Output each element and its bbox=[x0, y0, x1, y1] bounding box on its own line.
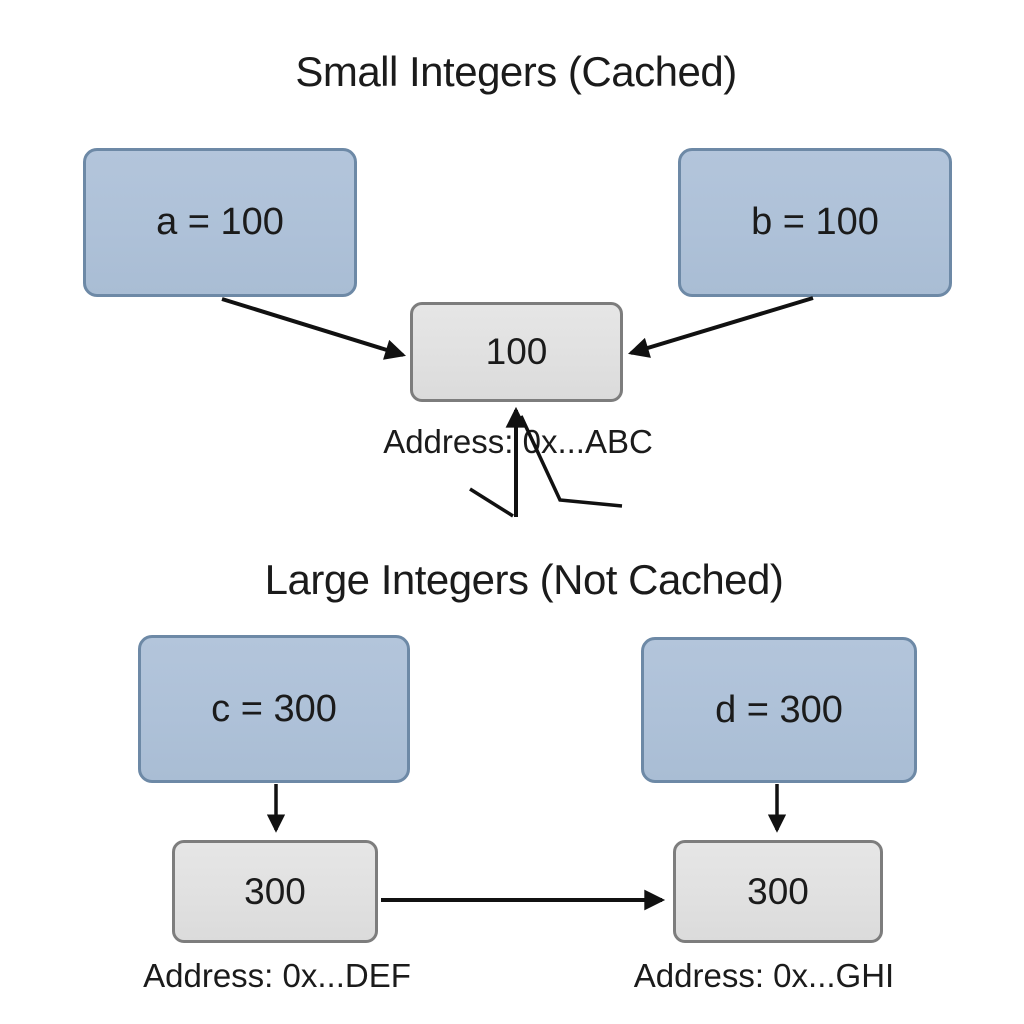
arrow-a-to-cache-icon bbox=[221, 297, 406, 360]
variable-box-d: d = 300 bbox=[641, 637, 917, 783]
variable-box-b: b = 100 bbox=[678, 148, 952, 297]
cached-value-box-100: 100 bbox=[410, 302, 623, 402]
variable-c-label: c = 300 bbox=[211, 687, 337, 730]
variable-b-label: b = 100 bbox=[751, 201, 879, 243]
address-label-abc: Address: 0x...ABC bbox=[383, 423, 653, 460]
variable-box-a: a = 100 bbox=[83, 148, 357, 297]
variable-box-c: c = 300 bbox=[138, 635, 410, 783]
arrow-b-to-cache-icon bbox=[628, 296, 814, 358]
large-integers-section-title: Large Integers (Not Cached) bbox=[264, 556, 784, 603]
value-300-left-label: 300 bbox=[244, 870, 306, 912]
value-box-300-left: 300 bbox=[172, 840, 378, 943]
cached-value-label: 100 bbox=[485, 331, 548, 372]
value-300-right-label: 300 bbox=[747, 870, 809, 912]
address-label-ghi: Address: 0x...GHI bbox=[633, 957, 895, 994]
address-label-def: Address: 0x...DEF bbox=[143, 957, 411, 994]
variable-a-label: a = 100 bbox=[156, 201, 284, 243]
small-integers-section-title: Small Integers (Cached) bbox=[295, 48, 737, 95]
variable-d-label: d = 300 bbox=[715, 688, 843, 731]
value-box-300-right: 300 bbox=[673, 840, 883, 943]
sketch-stroke-left-icon bbox=[469, 487, 514, 518]
